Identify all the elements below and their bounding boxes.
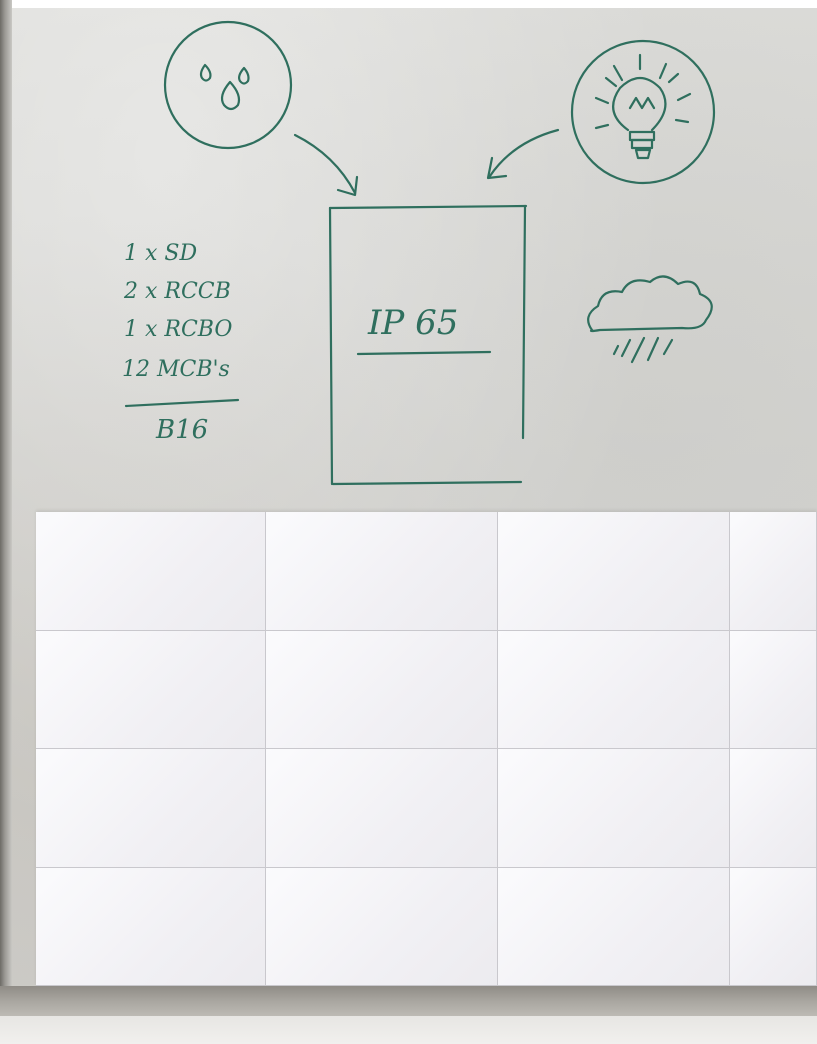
note-line-1: 1 x SD [124,241,197,266]
tile [730,631,817,750]
floor [0,1016,817,1044]
note-line-2: 2 x RCCB [123,279,231,304]
note-total: B16 [155,415,208,445]
tile [36,512,266,631]
arrow-right-icon [488,130,558,178]
arrow-left-icon [295,135,357,195]
box-label: IP 65 [367,303,458,343]
tile [730,749,817,868]
concrete-baseboard [0,986,817,1016]
tile [36,868,266,987]
note-line-4: 12 MCB's [122,357,230,382]
lightbulb-icon [572,41,714,183]
tile [498,631,730,750]
white-tile-wall [36,512,817,986]
note-line-3: 1 x RCBO [124,317,232,342]
tile [730,868,817,987]
tile [36,631,266,750]
tile [498,868,730,987]
tile [36,749,266,868]
tile [498,512,730,631]
tile [266,868,498,987]
component-notes: 1 x SD 2 x RCCB 1 x RCBO 12 MCB's B16 [122,241,232,445]
tile [498,749,730,868]
enclosure-box [330,206,526,484]
marker-drawing: 1 x SD 2 x RCCB 1 x RCBO 12 MCB's B16 IP… [0,0,817,520]
notes-underline [126,400,238,406]
water-drops-icon [165,22,291,148]
tile [266,749,498,868]
tile [266,631,498,750]
rain-cloud-icon [588,276,712,362]
tile [730,512,817,631]
tile [266,512,498,631]
